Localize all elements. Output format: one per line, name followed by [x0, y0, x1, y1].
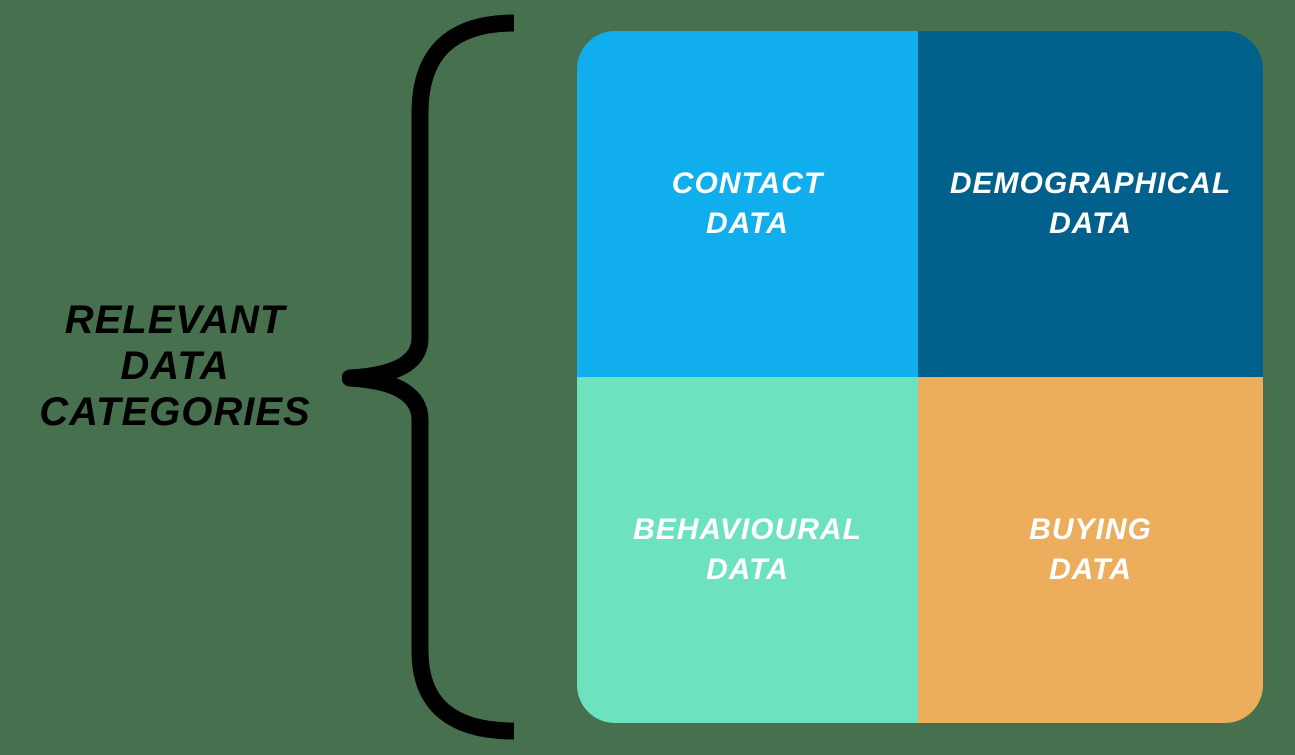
- quadrant-behavioural-data: BEHAVIOURAL DATA: [577, 377, 918, 723]
- curly-brace: [342, 14, 515, 740]
- quadrant-demographical-data: DEMOGRAPHICAL DATA: [918, 31, 1263, 377]
- quadrant-contact-data: CONTACT DATA: [577, 31, 918, 377]
- quadrant-label-contact-data: CONTACT DATA: [672, 164, 823, 244]
- quadrant-label-line: CONTACT: [671, 167, 824, 200]
- data-categories-grid: CONTACT DATA DEMOGRAPHICAL DATA BEHAVIOU…: [577, 31, 1263, 723]
- quadrant-label-buying-data: BUYING DATA: [1029, 510, 1152, 590]
- quadrant-label-line: DATA: [706, 553, 789, 586]
- title-line-3: CATEGORIES: [39, 390, 311, 434]
- quadrant-label-line: DEMOGRAPHICAL: [949, 167, 1232, 200]
- quadrant-label-line: BUYING: [1029, 513, 1152, 546]
- diagram-title: RELEVANT DATA CATEGORIES: [10, 297, 340, 435]
- quadrant-label-line: DATA: [1049, 553, 1132, 586]
- title-line-1: RELEVANT: [64, 298, 286, 342]
- quadrant-label-line: DATA: [1049, 207, 1132, 240]
- quadrant-label-demographical-data: DEMOGRAPHICAL DATA: [950, 164, 1231, 244]
- quadrant-label-line: BEHAVIOURAL: [633, 513, 862, 546]
- quadrant-buying-data: BUYING DATA: [918, 377, 1263, 723]
- quadrant-label-behavioural-data: BEHAVIOURAL DATA: [633, 510, 862, 590]
- quadrant-label-line: DATA: [706, 207, 789, 240]
- title-line-2: DATA: [120, 344, 230, 388]
